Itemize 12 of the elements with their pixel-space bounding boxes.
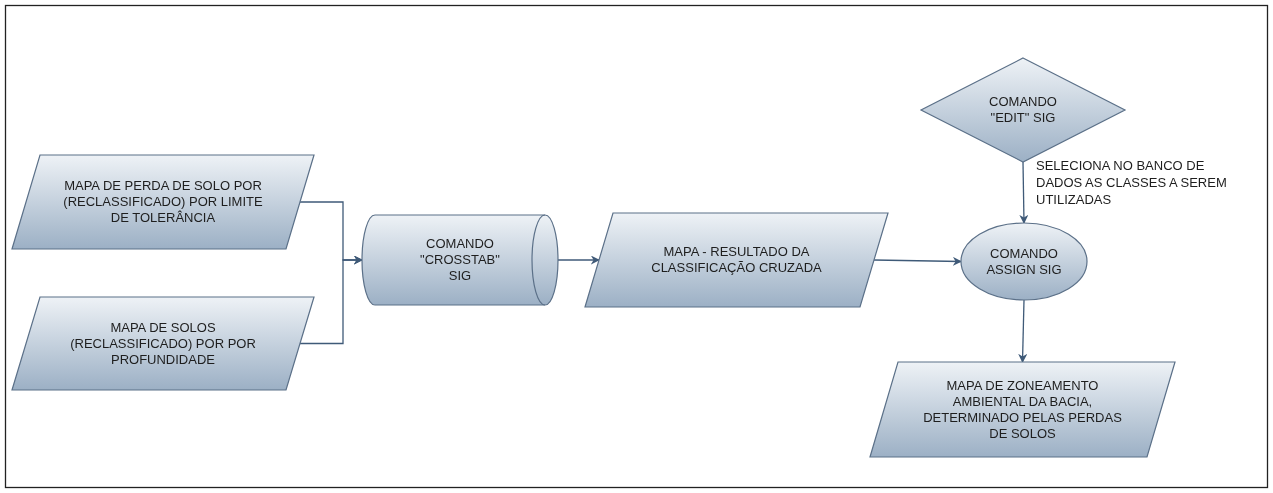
node-label: MAPA DE ZONEAMENTO AMBIENTAL DA BACIA, DETERMINADO PELAS PERDAS DE SOLOS <box>922 377 1123 442</box>
arrow <box>1019 161 1029 224</box>
arrow <box>557 255 600 265</box>
node-label: MAPA DE SOLOS (RECLASSIFICADO) POR POR PROFUNDIDADE <box>69 319 257 368</box>
arrow <box>1018 299 1028 363</box>
arrow <box>873 256 962 266</box>
node-label: MAPA - RESULTADO DA CLASSIFICAÇÃO CRUZADA <box>650 244 823 276</box>
node-label: COMANDO ASSIGN SIG <box>985 245 1063 278</box>
node-label: COMANDO "EDIT" SIG <box>988 94 1058 126</box>
arrow <box>299 255 363 345</box>
node-label: COMANDO "CROSSTAB" SIG <box>419 236 501 284</box>
node-label: MAPA DE PERDA DE SOLO POR (RECLASSIFICADO) POR LIMITE DE TOLERÂNCIA <box>62 178 264 226</box>
